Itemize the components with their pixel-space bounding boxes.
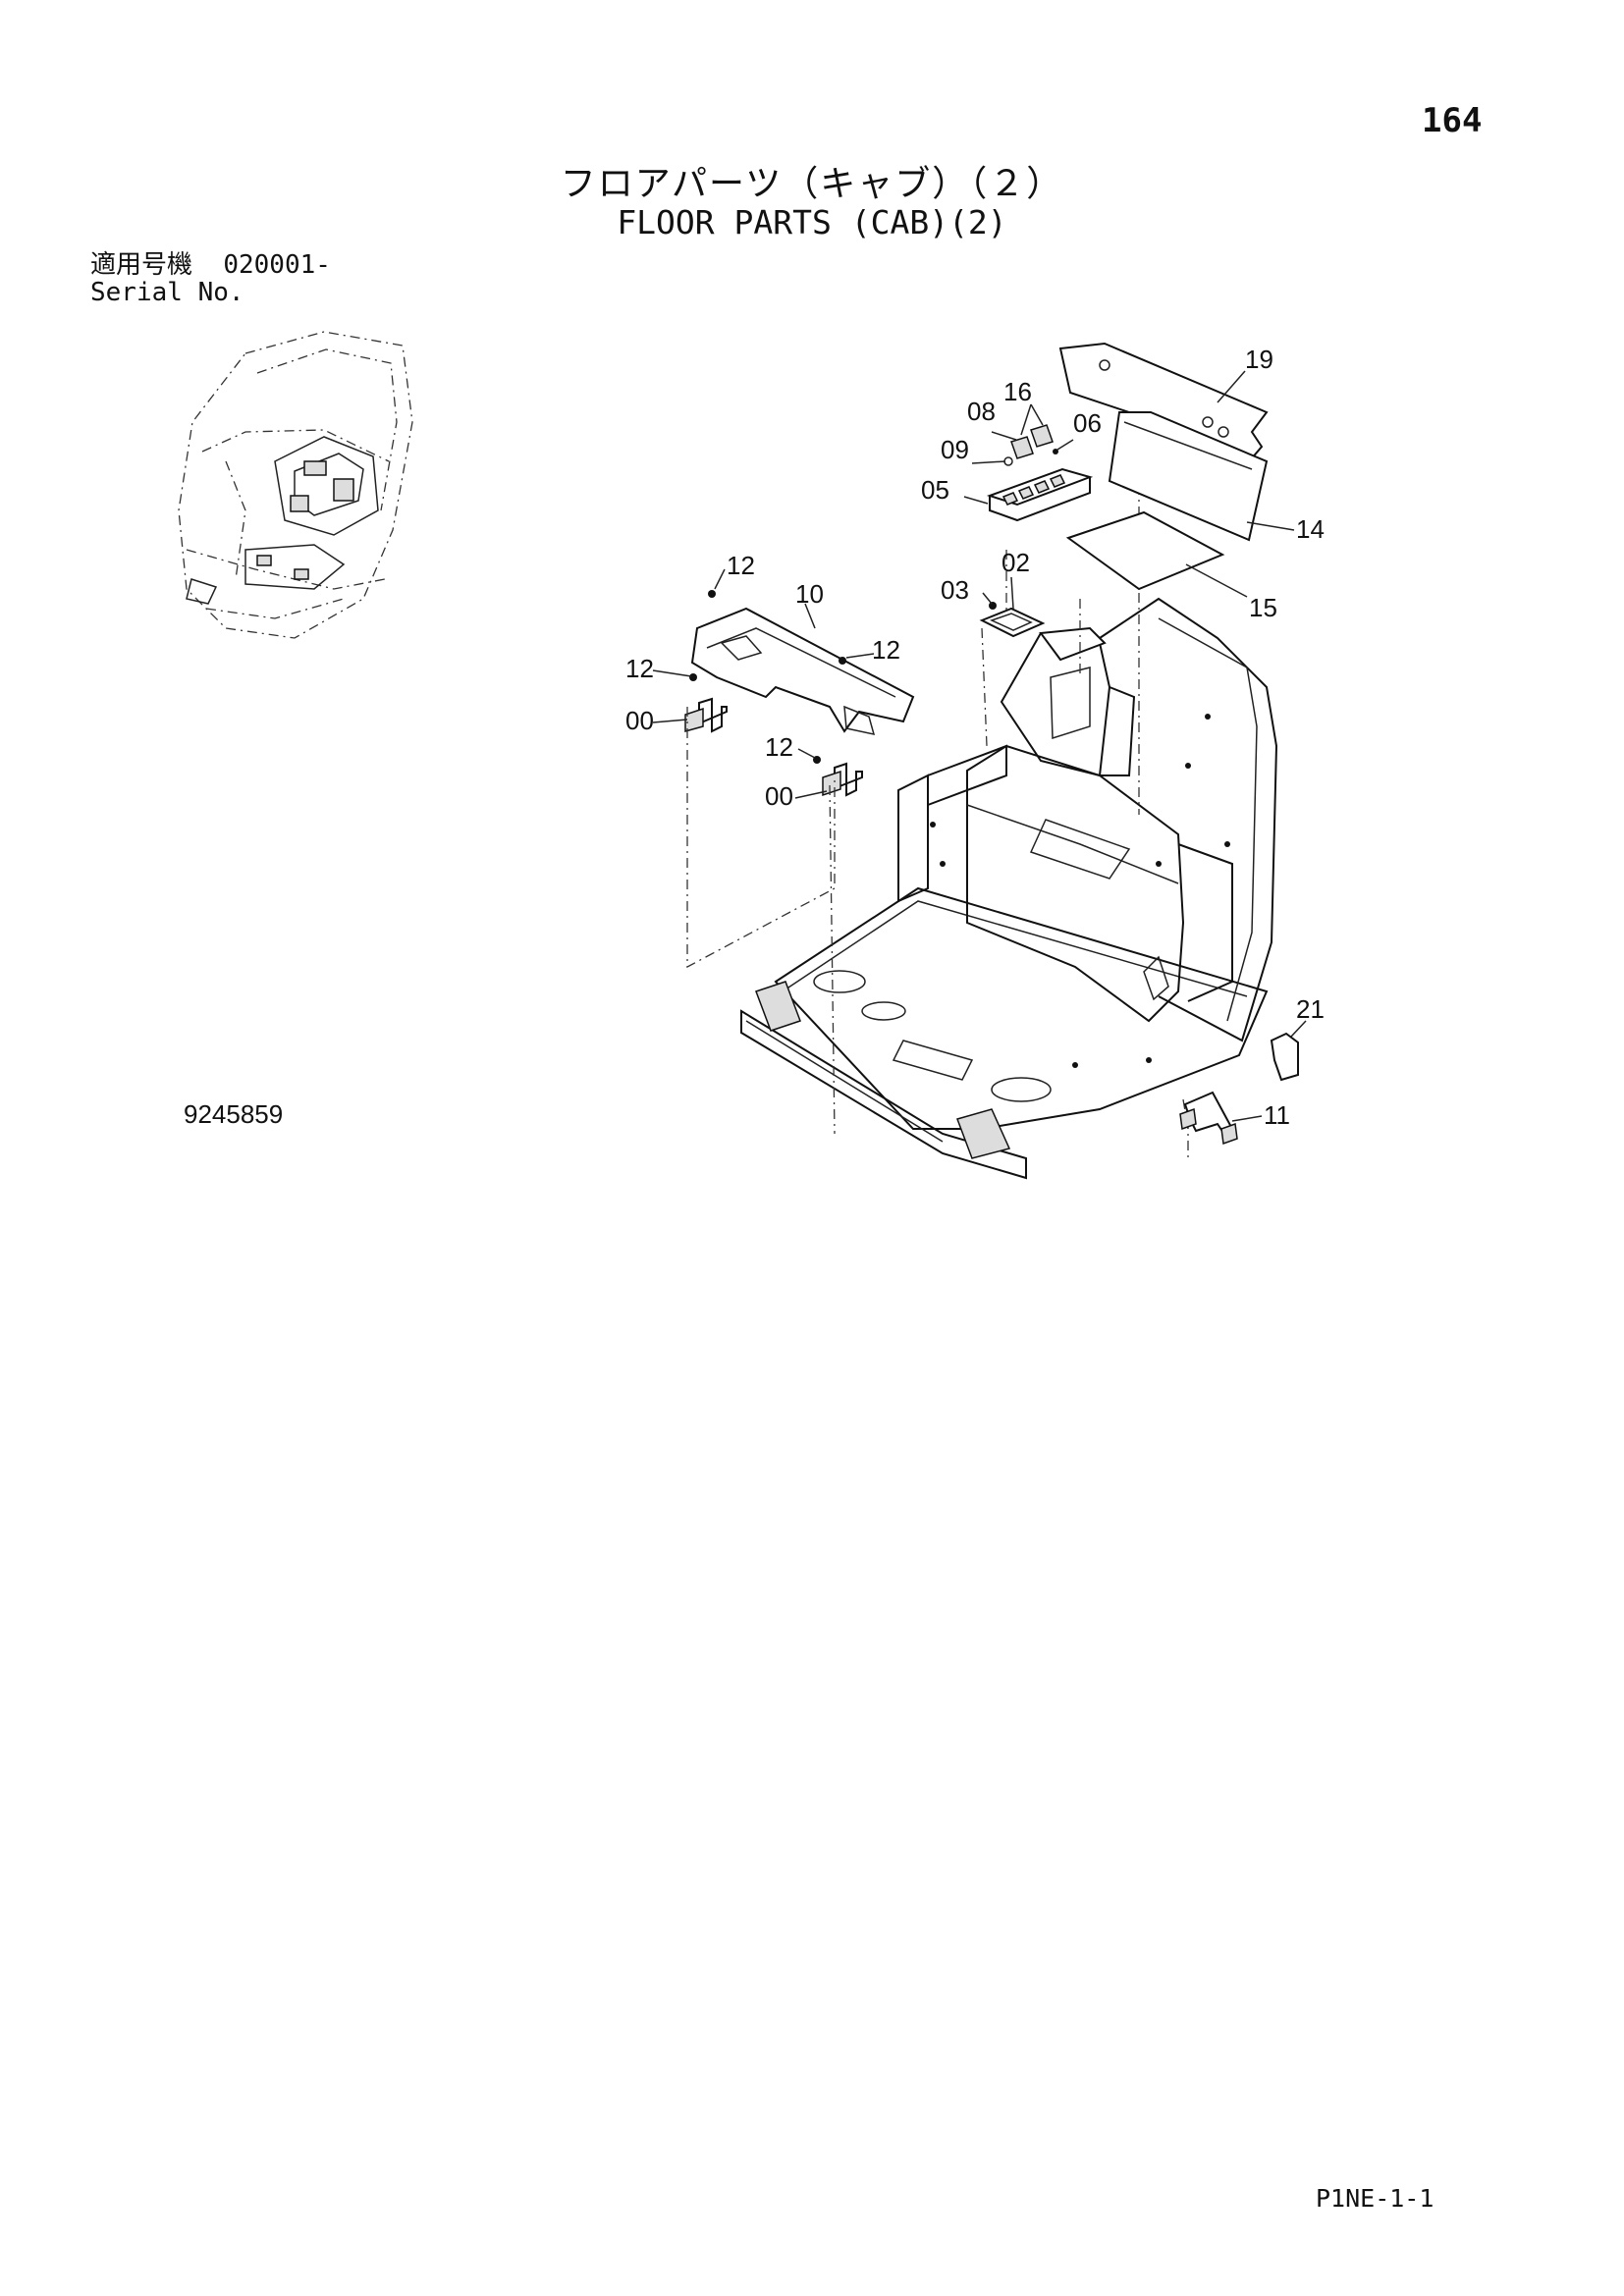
page-title-english: FLOOR PARTS (CAB)(2): [617, 203, 1007, 241]
callout-11: 11: [1264, 1100, 1290, 1130]
serial-label-english: Serial No.: [90, 278, 244, 307]
callout-14: 14: [1296, 514, 1325, 544]
serial-label-japanese: 適用号機: [90, 250, 193, 280]
bracket-plate-assembly: [684, 590, 915, 1135]
callout-09: 09: [941, 435, 969, 464]
drawing-number: 9245859: [184, 1099, 284, 1129]
serial-range: 020001-: [223, 250, 331, 280]
callout-10: 10: [795, 579, 824, 609]
page-code: P1NE-1-1: [1316, 2184, 1435, 2213]
cover-parts: [979, 342, 1299, 1146]
callout-16: 16: [1003, 377, 1032, 406]
serial-line-japanese: 適用号機 020001-: [90, 251, 331, 279]
page-number: 164: [1422, 101, 1483, 140]
callout-12-right: 12: [872, 635, 900, 665]
callout-08: 08: [967, 397, 996, 426]
callout-21: 21: [1296, 994, 1325, 1024]
callout-03: 03: [941, 575, 969, 605]
callout-02: 02: [1001, 548, 1030, 577]
callout-labels: 19 16 08 06 09 05 14 02 03 15 12 10 12 1…: [625, 345, 1325, 1130]
leader-lines: [652, 370, 1307, 1122]
floor-frame: [740, 393, 1278, 1180]
callout-12-lower: 12: [765, 732, 793, 762]
callout-19: 19: [1245, 345, 1273, 374]
callout-05: 05: [921, 475, 949, 505]
serial-number-block: 適用号機 020001- Serial No.: [90, 251, 331, 306]
callout-15: 15: [1249, 593, 1277, 622]
callout-06: 06: [1073, 408, 1102, 438]
callout-12-left: 12: [625, 654, 654, 683]
callout-00-upper: 00: [625, 706, 654, 735]
callout-00-lower: 00: [765, 781, 793, 811]
callout-12-top: 12: [727, 551, 755, 580]
page-title-japanese: フロアパーツ（キャブ）（２）: [560, 164, 1064, 204]
key-view-illustration: [178, 331, 413, 639]
